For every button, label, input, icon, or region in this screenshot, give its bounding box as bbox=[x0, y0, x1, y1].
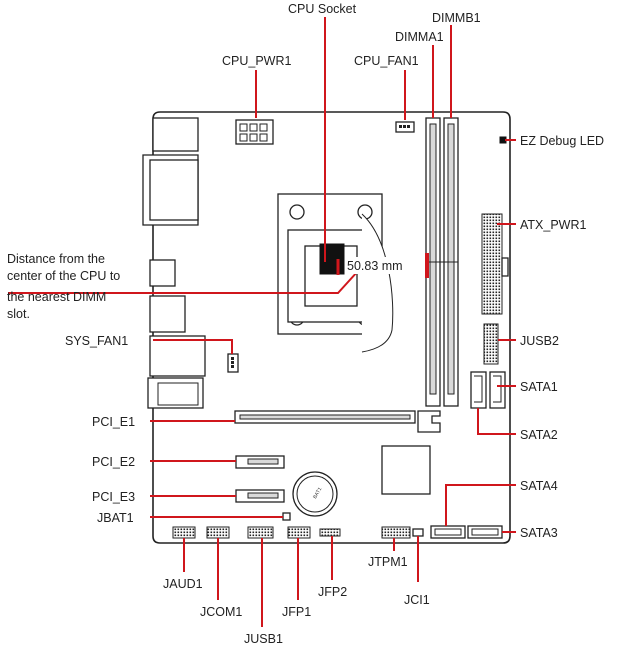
label-distance-value: 50.83 mm bbox=[347, 259, 403, 273]
label-jusb1: JUSB1 bbox=[244, 632, 283, 646]
jtpm1-header bbox=[381, 526, 411, 539]
label-sata2: SATA2 bbox=[520, 428, 558, 442]
sata1-sata2-connectors bbox=[470, 371, 506, 409]
rear-io-port-usb-stack bbox=[149, 335, 206, 377]
jcom1-header bbox=[206, 526, 230, 539]
sys-fan1-header bbox=[227, 353, 239, 373]
distance-value-backdrop bbox=[345, 257, 411, 274]
pci-e1-slot bbox=[234, 410, 441, 433]
label-sys-fan1: SYS_FAN1 bbox=[65, 334, 128, 348]
battery-bat1: BAT1 bbox=[292, 471, 338, 517]
label-pci-e1: PCI_E1 bbox=[92, 415, 135, 429]
label-cpu-fan1: CPU_FAN1 bbox=[354, 54, 419, 68]
jci1-header bbox=[412, 528, 424, 537]
label-jaud1: JAUD1 bbox=[163, 577, 203, 591]
label-jfp2: JFP2 bbox=[318, 585, 347, 599]
rear-io-port-usb bbox=[149, 259, 176, 287]
jfp1-header bbox=[287, 526, 311, 539]
leader-lines bbox=[8, 17, 516, 627]
atx-pwr1-connector bbox=[481, 213, 509, 315]
bottom-headers bbox=[172, 526, 424, 539]
cpu-fan1-header bbox=[395, 121, 415, 133]
label-cpu-pwr1: CPU_PWR1 bbox=[222, 54, 292, 68]
jbat1-jumper bbox=[282, 512, 291, 521]
label-jbat1: JBAT1 bbox=[97, 511, 134, 525]
label-sata3: SATA3 bbox=[520, 526, 558, 540]
rear-io-port-top bbox=[152, 117, 199, 152]
label-jtpm1: JTPM1 bbox=[368, 555, 408, 569]
label-pci-e2: PCI_E2 bbox=[92, 455, 135, 469]
label-distance-note-line-1: Distance from the bbox=[7, 252, 105, 266]
label-jusb2: JUSB2 bbox=[520, 334, 559, 348]
label-jfp1: JFP1 bbox=[282, 605, 311, 619]
cpu-pwr1-connector bbox=[235, 119, 274, 145]
rear-io-port-lan bbox=[149, 295, 186, 333]
chipset bbox=[381, 445, 431, 495]
label-distance-note-line-3: the nearest DIMM bbox=[7, 290, 106, 304]
pci-e3-slot bbox=[235, 489, 285, 503]
label-distance-note-line-4: slot. bbox=[7, 307, 30, 321]
rear-io bbox=[142, 117, 206, 409]
jusb2-header bbox=[483, 323, 499, 365]
sata3-sata4-connectors bbox=[430, 525, 503, 539]
label-jcom1: JCOM1 bbox=[200, 605, 242, 619]
jaud1-header bbox=[172, 526, 196, 539]
label-dimma1: DIMMA1 bbox=[395, 30, 444, 44]
label-dimmb1: DIMMB1 bbox=[432, 11, 481, 25]
label-atx-pwr1: ATX_PWR1 bbox=[520, 218, 586, 232]
label-distance-note-line-2: center of the CPU to bbox=[7, 269, 120, 283]
label-ez-debug-led: EZ Debug LED bbox=[520, 134, 604, 148]
label-sata4: SATA4 bbox=[520, 479, 558, 493]
callout-labels: CPU Socket DIMMB1 DIMMA1 CPU_PWR1 CPU_FA… bbox=[7, 2, 604, 646]
label-cpu-socket: CPU Socket bbox=[288, 2, 357, 16]
jfp2-header bbox=[319, 528, 341, 537]
cpu-center-mark bbox=[319, 243, 345, 275]
battery-label: BAT1 bbox=[312, 486, 323, 500]
label-sata1: SATA1 bbox=[520, 380, 558, 394]
jusb1-header bbox=[247, 526, 274, 539]
label-jci1: JCI1 bbox=[404, 593, 430, 607]
label-pci-e3: PCI_E3 bbox=[92, 490, 135, 504]
pci-e2-slot bbox=[235, 455, 285, 469]
